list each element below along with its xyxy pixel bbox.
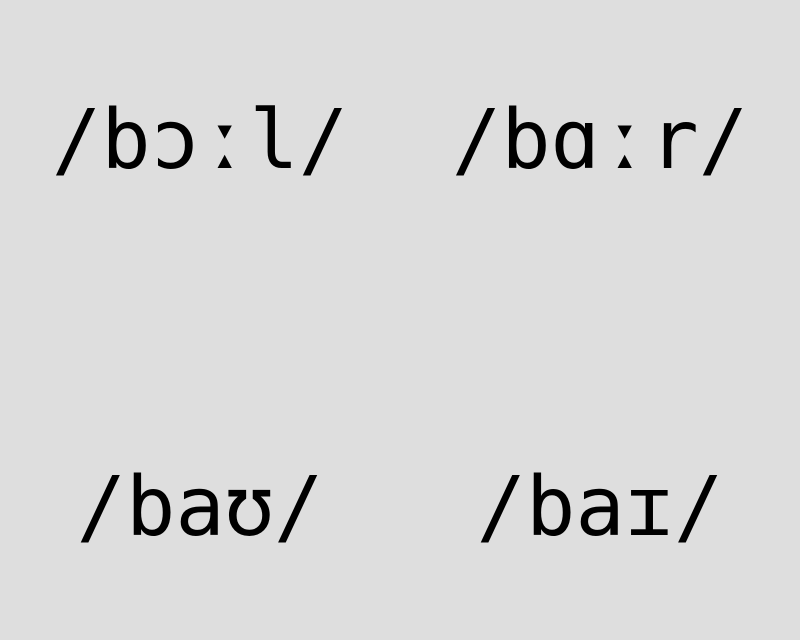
ipa-transcription-ball: /bɔːl/ — [51, 93, 349, 188]
ipa-transcription-bar: /bɑːr/ — [451, 93, 749, 188]
ipa-transcription-buy: /baɪ/ — [476, 460, 724, 555]
ipa-transcription-bow: /baʊ/ — [76, 460, 324, 555]
